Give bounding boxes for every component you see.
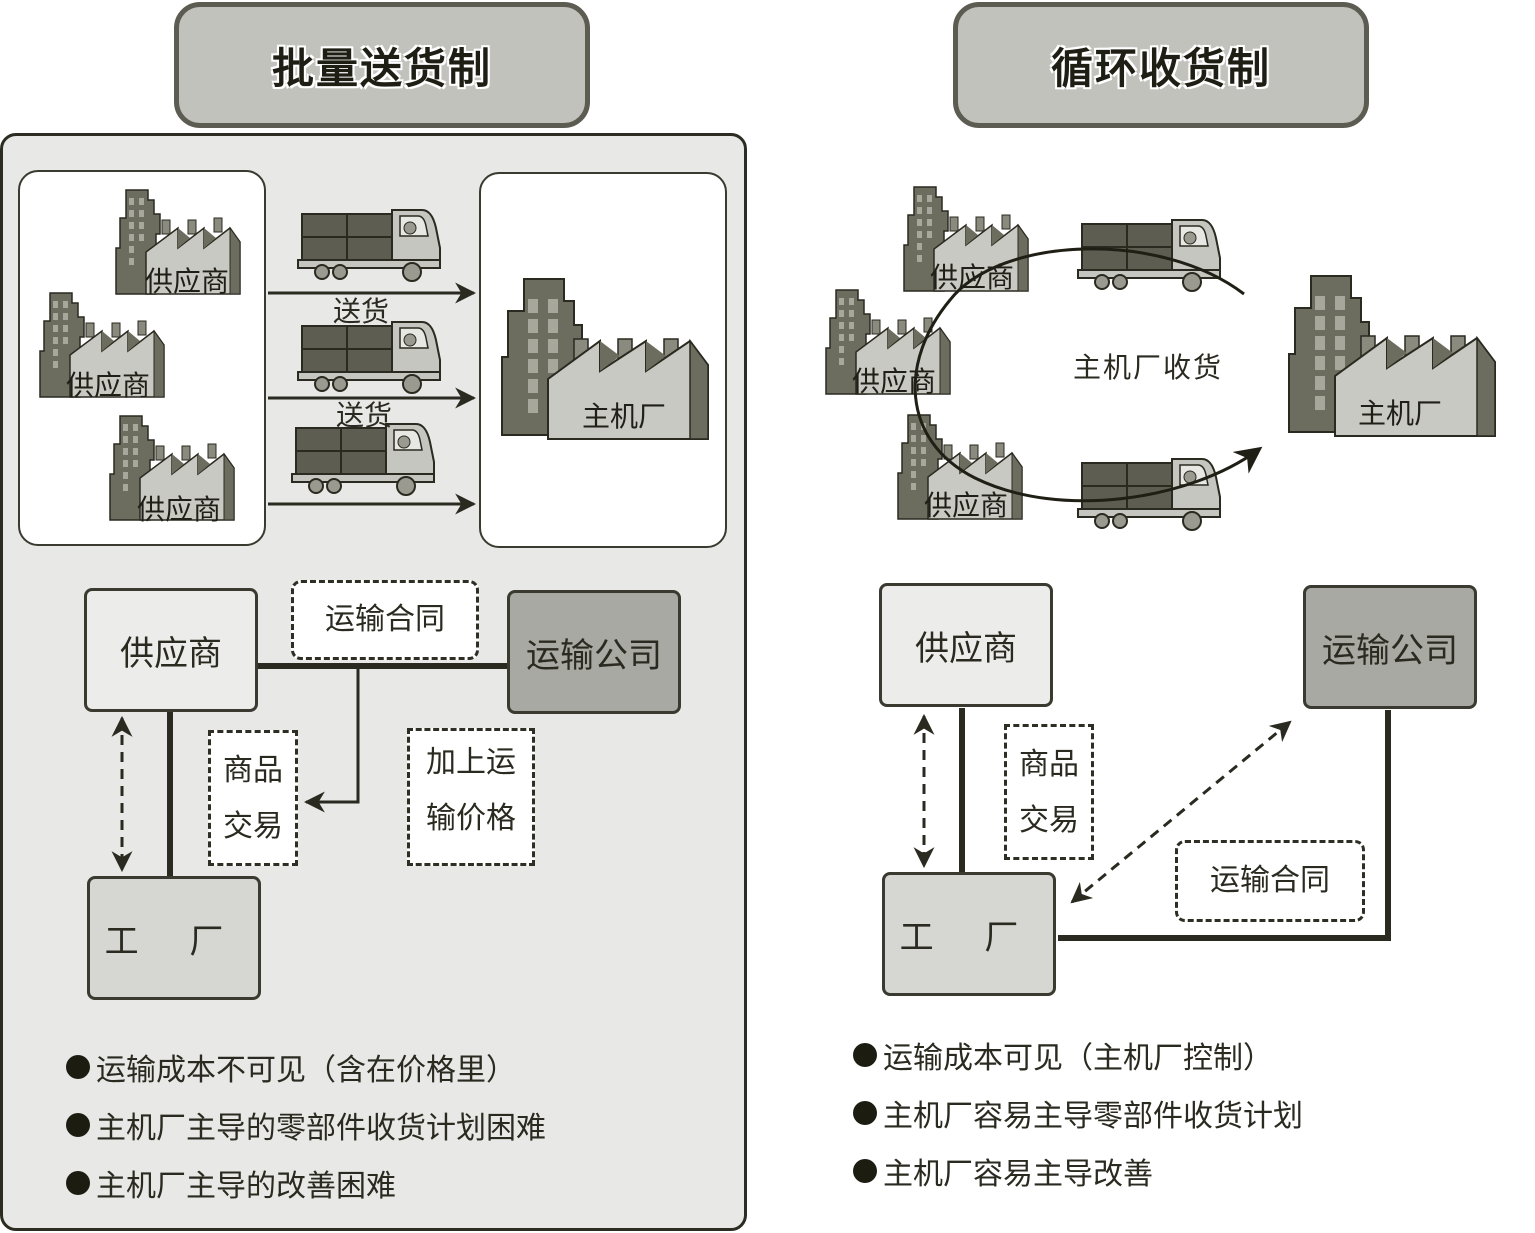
bullet-dot-icon: [853, 1043, 877, 1067]
milk-run-loop-arrow: [913, 247, 1263, 503]
supplier-label: 供应商: [852, 365, 937, 398]
factory-transport-line: [1058, 710, 1391, 941]
right-title-box: 循环收货制: [953, 2, 1369, 128]
contract-note-text: 运输合同: [1210, 863, 1330, 898]
bullet-text: 主机厂容易主导零部件收货计划: [883, 1099, 1303, 1134]
left-title-box: 批量送货制: [174, 2, 590, 128]
bullet-text: 运输成本不可见（含在价格里）: [96, 1053, 516, 1088]
contract-to-trade-arrow: [303, 666, 360, 813]
delivery-label: 送货: [333, 295, 390, 328]
bullet-dot-icon: [66, 1055, 90, 1079]
left-title: 批量送货制: [271, 43, 492, 93]
bullet-text: 主机厂主导的改善困难: [96, 1169, 396, 1204]
supplier-label: 供应商: [137, 493, 222, 526]
bullet-item: 运输成本可见（主机厂控制）: [853, 1026, 1303, 1084]
bullet-text: 主机厂容易主导改善: [883, 1157, 1153, 1192]
bullet-item: 运输成本不可见（含在价格里）: [66, 1038, 546, 1096]
supplier-node: 供应商: [879, 583, 1053, 707]
supplier-node-label: 供应商: [915, 628, 1017, 669]
oem-label: 主机厂: [1358, 397, 1443, 430]
bullet-text: 运输成本可见（主机厂控制）: [883, 1041, 1273, 1076]
oem-label: 主机厂: [582, 400, 667, 433]
bullet-item: 主机厂主导的零部件收货计划困难: [66, 1096, 546, 1154]
supplier-label: 供应商: [66, 369, 151, 402]
trade-note: 商品 交易: [208, 730, 298, 866]
pickup-label: 主机厂收货: [1073, 351, 1224, 384]
right-bullets: 运输成本可见（主机厂控制） 主机厂容易主导零部件收货计划 主机厂容易主导改善: [853, 1026, 1303, 1200]
bullet-dot-icon: [853, 1159, 877, 1183]
truck-icon: [297, 209, 441, 282]
price-note: 加上运 输价格: [407, 728, 535, 866]
contract-note: 运输合同: [1175, 840, 1365, 922]
factory-label: 工 厂: [899, 917, 1039, 958]
bullet-item: 主机厂主导的改善困难: [66, 1154, 546, 1212]
factory-label: 工 厂: [104, 921, 244, 962]
trade-note-line: 交易: [223, 809, 283, 844]
trade-note-line: 商品: [223, 753, 283, 788]
price-note-line: 输价格: [426, 801, 516, 836]
transport-company-node: 运输公司: [1303, 585, 1477, 709]
truck-icon: [297, 321, 441, 394]
contract-note: 运输合同: [291, 580, 479, 660]
trade-note-line: 交易: [1019, 803, 1079, 838]
bullet-dot-icon: [853, 1101, 877, 1125]
supplier-label: 供应商: [924, 489, 1009, 522]
transport-company-label: 运输公司: [526, 635, 662, 676]
price-note-line: 加上运: [426, 745, 516, 780]
factory-node: 工 厂: [882, 872, 1056, 996]
factory-transport-dashed-arrow: [1070, 720, 1292, 904]
supplier-node-label: 供应商: [120, 633, 222, 674]
bullet-item: 主机厂容易主导零部件收货计划: [853, 1084, 1303, 1142]
supplier-label: 供应商: [145, 265, 230, 298]
transport-company-node: 运输公司: [507, 590, 681, 714]
supplier-label: 供应商: [930, 261, 1015, 294]
contract-note-text: 运输合同: [325, 602, 445, 637]
trade-note: 商品 交易: [1004, 724, 1094, 860]
bullet-text: 主机厂主导的零部件收货计划困难: [96, 1111, 546, 1146]
bullet-dot-icon: [66, 1171, 90, 1195]
trade-note-line: 商品: [1019, 747, 1079, 782]
factory-node: 工 厂: [87, 876, 261, 1000]
bullet-dot-icon: [66, 1113, 90, 1137]
delivery-label: 送货: [336, 399, 393, 432]
bullet-item: 主机厂容易主导改善: [853, 1142, 1303, 1200]
supplier-node: 供应商: [84, 588, 258, 712]
right-title: 循环收货制: [1050, 43, 1271, 93]
truck-icon: [291, 423, 435, 496]
left-bullets: 运输成本不可见（含在价格里） 主机厂主导的零部件收货计划困难 主机厂主导的改善困…: [66, 1038, 546, 1212]
transport-company-label: 运输公司: [1322, 630, 1458, 671]
